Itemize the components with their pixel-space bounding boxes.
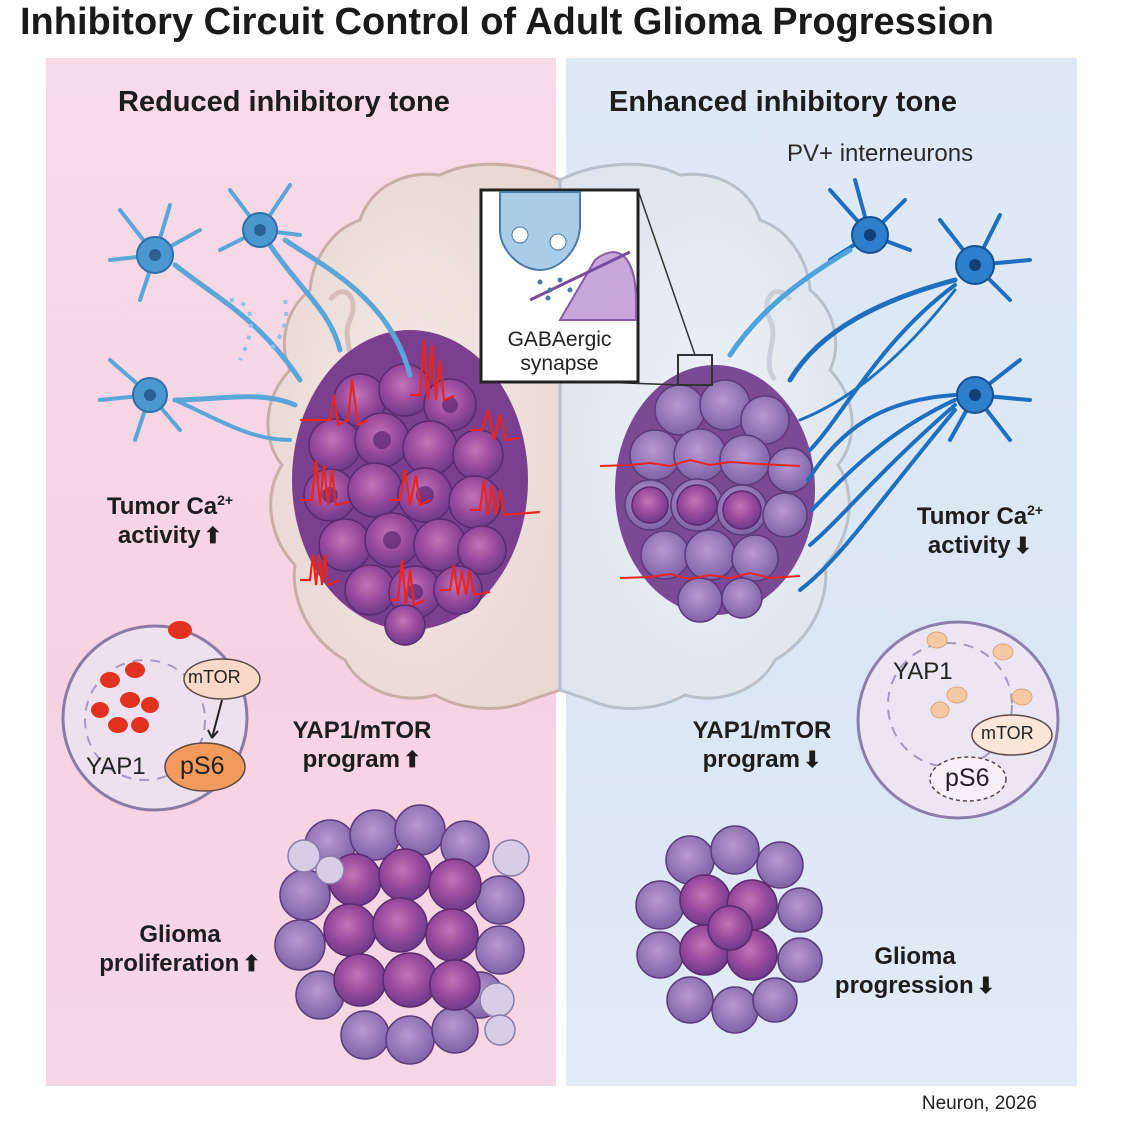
calcium-traces-high bbox=[300, 339, 541, 607]
right-mtor-label: mTOR bbox=[981, 723, 1034, 743]
left-outcome-line1: Glioma bbox=[139, 921, 221, 948]
synapse-label-line1: GABAergic bbox=[507, 328, 612, 351]
synapse-inset bbox=[479, 188, 713, 386]
right-outcome-label: Glioma progression⬇ bbox=[810, 942, 1020, 1000]
down-arrow-icon: ⬇ bbox=[802, 747, 822, 772]
up-arrow-icon: ⬆ bbox=[402, 747, 422, 772]
left-program-line1: YAP1/mTOR bbox=[292, 717, 432, 744]
right-yap1-label: YAP1 bbox=[893, 658, 953, 685]
synapse-inset-label: GABAergic synapse bbox=[481, 328, 638, 376]
left-calcium-activity: activity bbox=[117, 522, 201, 549]
left-ps6-label: pS6 bbox=[180, 752, 225, 780]
left-interneurons bbox=[98, 183, 413, 442]
right-cell-diagram bbox=[856, 620, 1060, 820]
right-outcome-line2: progression bbox=[834, 972, 974, 999]
right-tumor-mass bbox=[615, 365, 815, 623]
right-calcium-text: Tumor Ca bbox=[916, 503, 1028, 530]
left-outcome-label: Glioma proliferation⬆ bbox=[70, 920, 290, 978]
right-calcium-superscript: 2+ bbox=[1027, 502, 1044, 518]
left-yap1-label: YAP1 bbox=[86, 753, 146, 780]
figure-title: Inhibitory Circuit Control of Adult Glio… bbox=[20, 1, 994, 43]
synapse-label-line2: synapse bbox=[520, 352, 599, 375]
left-outcome-line2: proliferation bbox=[99, 950, 240, 977]
left-cell-diagram bbox=[61, 621, 261, 812]
left-calcium-label: Tumor Ca2+ activity⬆ bbox=[80, 486, 260, 550]
left-proliferation-cluster bbox=[274, 804, 530, 1065]
left-tumor-mass bbox=[292, 330, 528, 646]
right-program-line2: program bbox=[702, 746, 800, 773]
dashed-axon-break bbox=[229, 298, 289, 361]
calcium-traces-low bbox=[599, 458, 801, 581]
up-arrow-icon: ⬆ bbox=[203, 523, 223, 548]
left-interneuron-somata bbox=[132, 212, 278, 413]
right-calcium-label: Tumor Ca2+ activity⬇ bbox=[895, 496, 1065, 560]
right-ps6-label: pS6 bbox=[945, 764, 990, 792]
left-program-line2: program bbox=[302, 746, 400, 773]
right-interneurons bbox=[727, 178, 1032, 592]
down-arrow-icon: ⬇ bbox=[1013, 533, 1033, 558]
left-panel-heading: Reduced inhibitory tone bbox=[118, 86, 450, 118]
right-interneuron-somata bbox=[851, 216, 995, 414]
left-calcium-text: Tumor Ca bbox=[106, 493, 218, 520]
right-progression-cluster bbox=[635, 825, 823, 1034]
right-panel-heading: Enhanced inhibitory tone bbox=[609, 86, 958, 118]
citation: Neuron, 2026 bbox=[921, 1093, 1037, 1114]
pv-interneurons-label: PV+ interneurons bbox=[787, 140, 974, 167]
left-program-label: YAP1/mTOR program⬆ bbox=[262, 716, 462, 774]
left-mtor-label: mTOR bbox=[188, 667, 241, 687]
right-outcome-line1: Glioma bbox=[874, 943, 956, 970]
right-calcium-activity: activity bbox=[927, 532, 1011, 559]
down-arrow-icon: ⬇ bbox=[976, 973, 996, 998]
right-program-line1: YAP1/mTOR bbox=[692, 717, 832, 744]
right-program-label: YAP1/mTOR program⬇ bbox=[662, 716, 862, 774]
left-calcium-superscript: 2+ bbox=[217, 492, 234, 508]
up-arrow-icon: ⬆ bbox=[242, 951, 261, 976]
